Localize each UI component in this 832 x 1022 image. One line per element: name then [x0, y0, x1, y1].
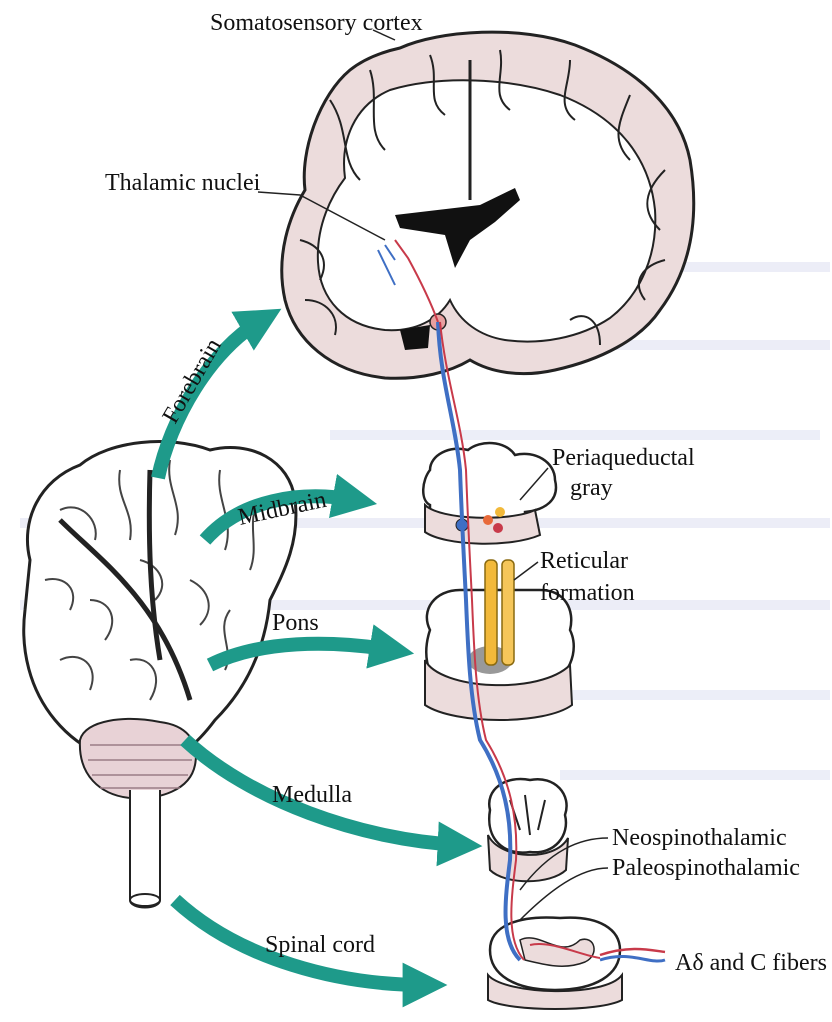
label-ad-c-fibers: Aδ and C fibers [675, 950, 827, 976]
label-spinal-cord: Spinal cord [265, 932, 375, 958]
label-neospinothalamic: Neospinothalamic [612, 825, 787, 851]
label-somatosensory-cortex: Somatosensory cortex [210, 10, 423, 36]
label-forebrain: Forebrain [158, 334, 227, 428]
label-medulla: Medulla [272, 782, 352, 808]
coronal-brain-section [282, 32, 694, 378]
midbrain-section [423, 443, 556, 544]
label-thalamic-nuclei: Thalamic nuclei [105, 170, 261, 196]
pons-section [425, 590, 574, 720]
label-pons: Pons [272, 610, 319, 636]
label-formation: formation [540, 580, 635, 606]
label-gray: gray [570, 475, 613, 501]
label-paleospinothalamic: Paleospinothalamic [612, 855, 800, 881]
label-reticular: Reticular [540, 548, 628, 574]
label-periaqueductal: Periaqueductal [552, 445, 695, 471]
medulla-section [488, 779, 568, 881]
